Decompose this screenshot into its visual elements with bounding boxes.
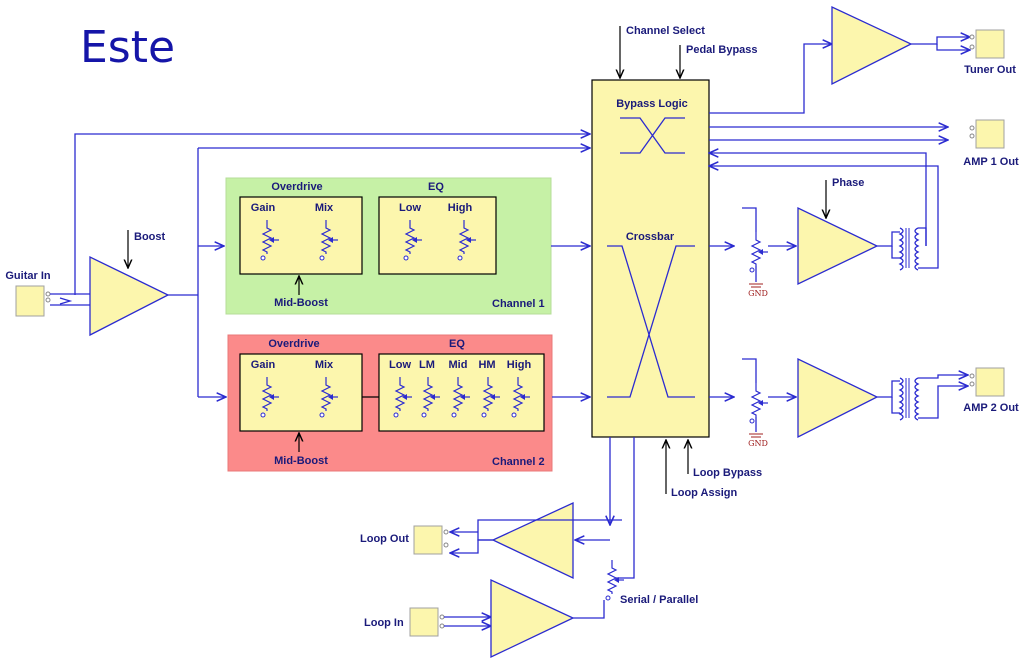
pedal-bypass-label: Pedal Bypass [686, 44, 758, 56]
ch1-eq-label: EQ [428, 181, 444, 193]
amp2-amplifier [797, 357, 879, 439]
ch1-overdrive-label: Overdrive [271, 181, 322, 193]
loop-out-label: Loop Out [360, 533, 409, 545]
channel-1-label: Channel 1 [492, 298, 545, 310]
crossbar-a [607, 245, 695, 398]
amp2-transformer [898, 377, 904, 421]
amp1-level-pot [749, 231, 769, 273]
boost-amplifier [89, 255, 170, 337]
ch1-overdrive-block [239, 196, 363, 275]
ch2-mid-label: Mid [449, 359, 468, 371]
channel-select-label: Channel Select [626, 25, 705, 37]
amp2-level-pot [749, 382, 769, 424]
ch1-mid-boost-label: Mid-Boost [274, 297, 328, 309]
loop-assign-label: Loop Assign [671, 487, 737, 499]
amp1-transformer [898, 227, 904, 271]
ch2-high-label: High [507, 359, 532, 371]
loop-out-jack [413, 525, 443, 555]
phase-amplifier [797, 206, 879, 286]
channel-2-label: Channel 2 [492, 456, 545, 468]
ch1-gain-label: Gain [251, 202, 276, 214]
amp2-out-label: AMP 2 Out [963, 402, 1019, 414]
amp1-out-label: AMP 1 Out [963, 156, 1019, 168]
bypass-logic-label: Bypass Logic [616, 98, 688, 110]
diagram-title: Este [80, 22, 175, 73]
gnd-label-2: GND [748, 439, 768, 448]
serial-parallel-label: Serial / Parallel [620, 594, 698, 606]
amp2-out-jack [975, 367, 1005, 397]
guitar-in-label: Guitar In [5, 270, 51, 282]
tuner-out-label: Tuner Out [964, 64, 1016, 76]
ch2-overdrive-block [239, 353, 363, 432]
loop-in-label: Loop In [364, 617, 404, 629]
dry-signal-wire [74, 134, 590, 295]
ch1-mix-label: Mix [315, 202, 334, 214]
ch2-mid-boost-label: Mid-Boost [274, 455, 328, 467]
ch1-high-label: High [448, 202, 473, 214]
phase-label: Phase [832, 177, 864, 189]
ch1-low-label: Low [399, 202, 421, 214]
serial-parallel-wire [616, 437, 635, 579]
ch2-eq-label: EQ [449, 338, 465, 350]
crossbar-label: Crossbar [626, 231, 675, 243]
ch2-hm-label: HM [478, 359, 495, 371]
ch2-lm-label: LM [419, 359, 435, 371]
loop-in-amplifier [490, 578, 575, 659]
amp1-out-jack [975, 119, 1005, 149]
boost-label: Boost [134, 231, 166, 243]
bypass-crossbar-block [591, 79, 710, 438]
tuner-wire [709, 44, 832, 114]
loop-in-jack [409, 607, 439, 637]
ch2-mix-label: Mix [315, 359, 334, 371]
loop-bypass-label: Loop Bypass [693, 467, 762, 479]
tuner-out-jack [975, 29, 1005, 59]
guitar-in-jack [15, 285, 45, 317]
gnd-label-1: GND [748, 289, 768, 298]
ch2-overdrive-label: Overdrive [268, 338, 319, 350]
ch2-gain-label: Gain [251, 359, 276, 371]
loop-out-amplifier [491, 501, 574, 580]
tuner-amplifier [831, 5, 913, 86]
ch1-eq-block [378, 196, 497, 275]
ch2-low-label: Low [389, 359, 411, 371]
